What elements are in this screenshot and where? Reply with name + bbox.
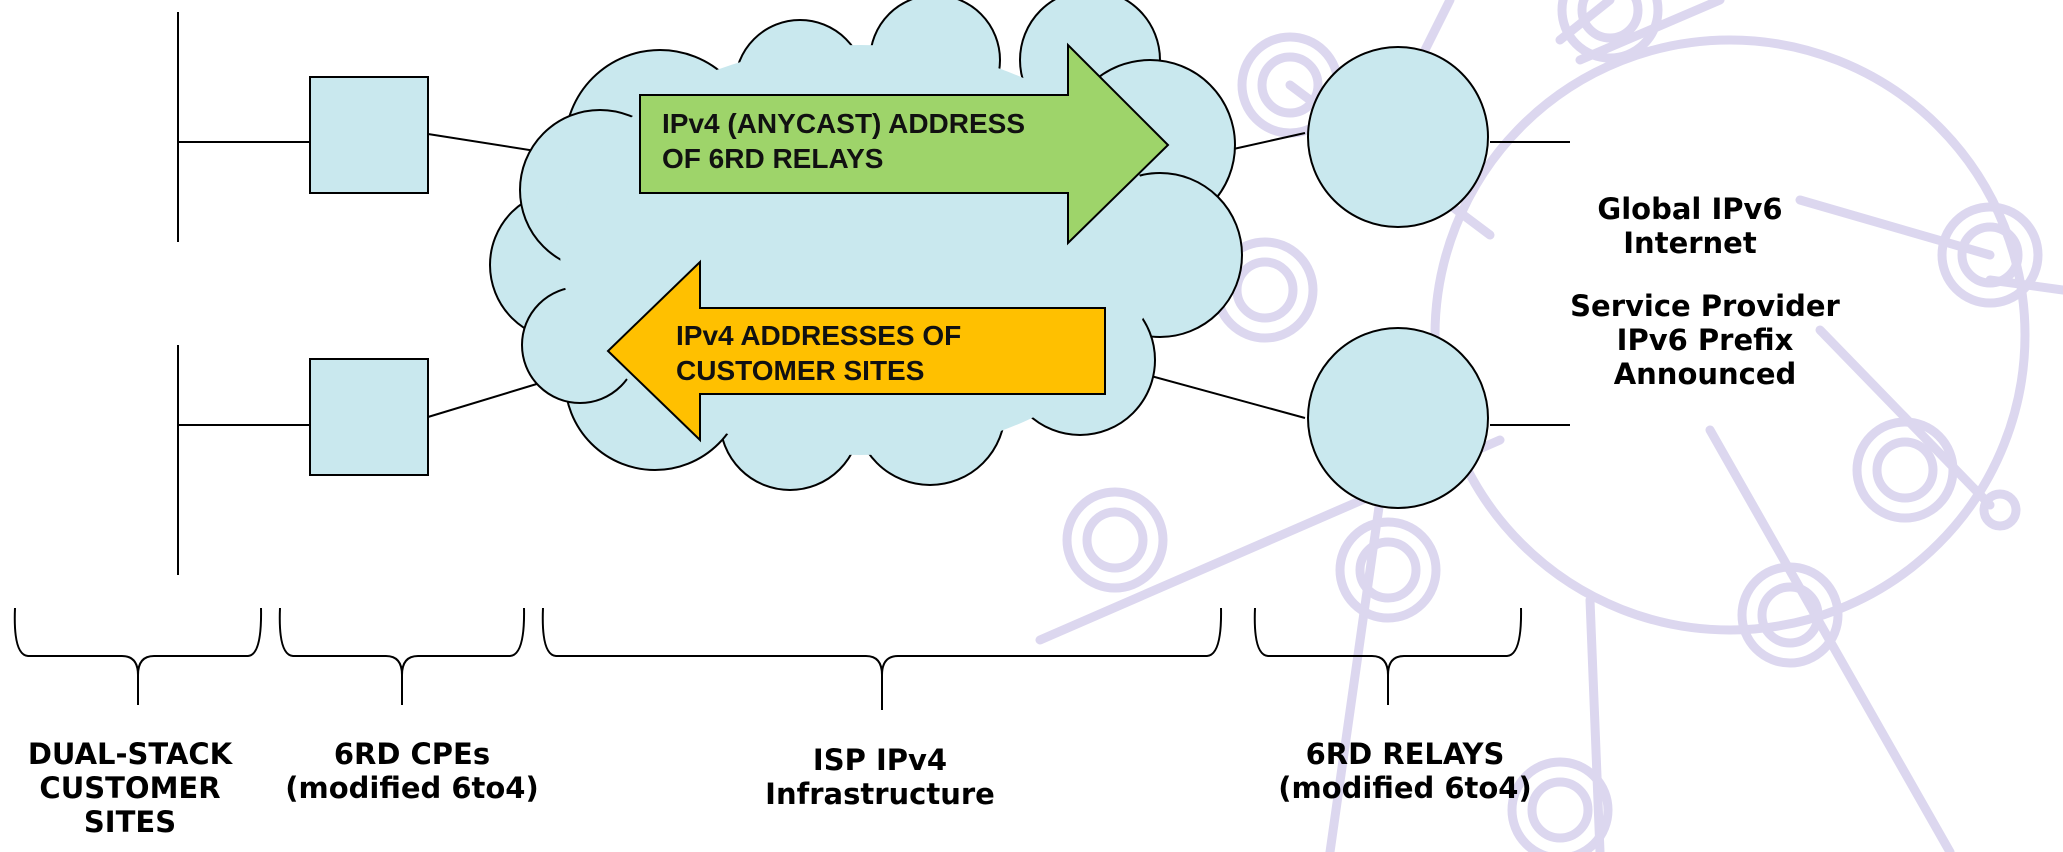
cpes-line-2: (modified 6to4) bbox=[285, 770, 539, 805]
section-label-isp: ISP IPv4 Infrastructure bbox=[720, 743, 1040, 812]
section-label-relays: 6RD RELAYS (modified 6to4) bbox=[1250, 737, 1560, 806]
cpes-line-1: 6RD CPEs bbox=[333, 737, 491, 771]
customer-sites-line-2: CUSTOMER bbox=[39, 770, 221, 805]
cpe-box-bottom bbox=[309, 358, 429, 476]
relay-nodes bbox=[1307, 46, 1489, 509]
relay-address-line-2: OF 6RD RELAYS bbox=[662, 143, 884, 174]
cpe-box-top bbox=[309, 76, 429, 194]
prefix-announced-label: Service Provider IPv6 Prefix Announced bbox=[1540, 289, 1870, 392]
isp-line-1: ISP IPv4 bbox=[812, 743, 948, 777]
relay-address-arrow-label: IPv4 (ANYCAST) ADDRESS OF 6RD RELAYS bbox=[662, 106, 1025, 176]
isp-line-2: Infrastructure bbox=[765, 776, 995, 811]
customer-sites-line-3: SITES bbox=[83, 804, 177, 839]
section-braces bbox=[13, 607, 1523, 710]
cpe-nodes bbox=[309, 76, 429, 476]
internet-label-line-2: Internet bbox=[1623, 225, 1757, 260]
relay-circle-bottom bbox=[1307, 327, 1489, 509]
customer-sites-line-1: DUAL-STACK bbox=[27, 737, 233, 771]
relay-address-line-1: IPv4 (ANYCAST) ADDRESS bbox=[662, 108, 1026, 139]
isp-ipv4-cloud bbox=[489, 0, 1243, 491]
internet-label: Global IPv6 Internet bbox=[1540, 192, 1840, 261]
relay-circle-top bbox=[1307, 46, 1489, 228]
relay-address-arrow bbox=[639, 42, 1170, 246]
prefix-label-line-2: IPv6 Prefix bbox=[1616, 322, 1794, 357]
customer-lan-lines bbox=[177, 12, 310, 575]
internet-label-line-1: Global IPv6 bbox=[1597, 192, 1783, 226]
customer-address-arrow bbox=[606, 259, 1106, 443]
section-label-customer-sites: DUAL-STACK CUSTOMER SITES bbox=[0, 737, 260, 840]
relays-line-1: 6RD RELAYS bbox=[1305, 737, 1505, 771]
prefix-label-line-3: Announced bbox=[1613, 356, 1797, 391]
customer-address-line-1: IPv4 ADDRESSES OF bbox=[676, 320, 962, 351]
section-label-cpes: 6RD CPEs (modified 6to4) bbox=[262, 737, 562, 806]
customer-address-arrow-label: IPv4 ADDRESSES OF CUSTOMER SITES bbox=[676, 318, 961, 388]
customer-address-line-2: CUSTOMER SITES bbox=[676, 355, 925, 386]
relays-line-2: (modified 6to4) bbox=[1278, 770, 1532, 805]
prefix-label-line-1: Service Provider bbox=[1570, 289, 1840, 323]
